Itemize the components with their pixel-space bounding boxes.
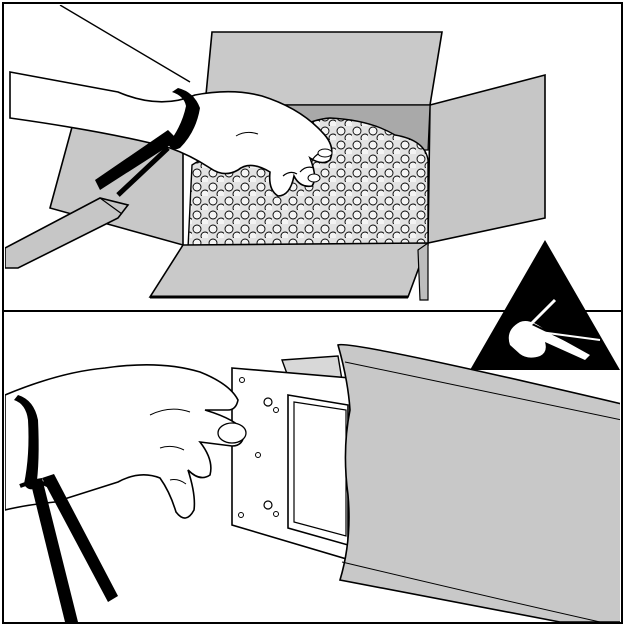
- box-right-flap: [428, 75, 545, 243]
- box-front-flap: [150, 243, 428, 297]
